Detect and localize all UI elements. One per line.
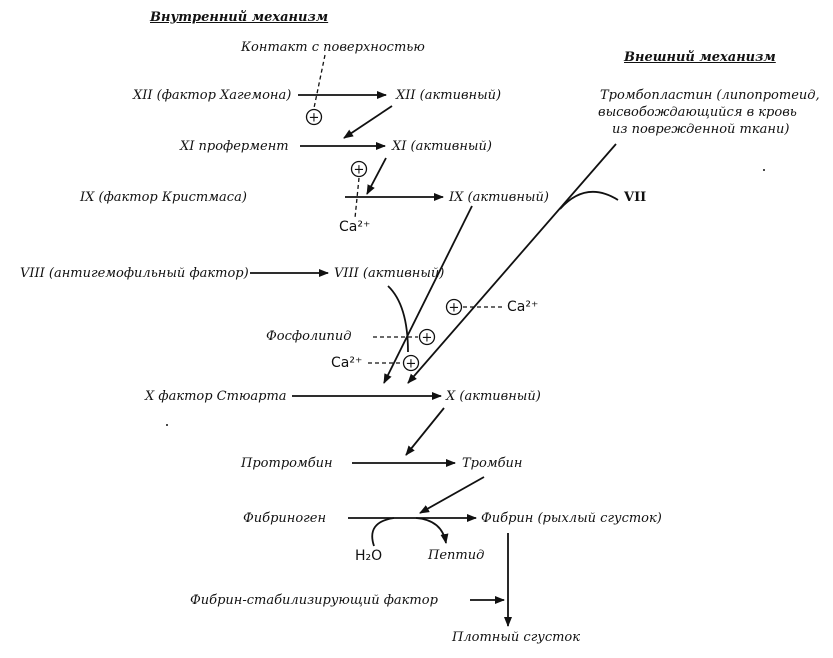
phospholipid-label: Фосфолипид <box>266 329 352 344</box>
viii-inactive-label: VIII (антигемофильный фактор) <box>20 266 249 281</box>
plus-marker-xia: + <box>350 160 368 178</box>
x-inactive-label: X фактор Стюарта <box>145 389 287 404</box>
svg-text:+: + <box>354 163 365 178</box>
x-active-label: X (активный) <box>446 389 541 404</box>
curve-peptide <box>415 517 449 544</box>
thromboplastin-line2: высвобождающийся в кровь <box>598 105 797 120</box>
fibrin-loose-label: Фибрин (рыхлый сгусток) <box>481 511 662 526</box>
dashed-ix-ca <box>354 177 360 219</box>
xi-active-label: XI (активный) <box>392 139 492 154</box>
ca-vii-label: Ca²⁺ <box>507 299 539 315</box>
ca-ix-label: Ca²⁺ <box>339 219 371 235</box>
xi-inactive-label: XI профермент <box>180 139 289 154</box>
ix-inactive-label: IX (фактор Кристмаса) <box>80 190 247 205</box>
fsf-label: Фибрин-стабилизирующий фактор <box>190 593 438 608</box>
thromboplastin-line3: из поврежденной ткани) <box>612 122 790 137</box>
arrow-thromboplastin-to-x <box>407 143 617 384</box>
thrombin-label: Тромбин <box>462 456 523 471</box>
dashed-contact <box>313 54 326 109</box>
ix-active-label: IX (активный) <box>449 190 549 205</box>
intrinsic-header: Внутренний механизм <box>150 10 329 25</box>
arrow-ixa-to-x <box>383 205 473 384</box>
svg-text:+: + <box>309 111 320 126</box>
clot-label: Плотный сгусток <box>452 630 581 645</box>
peptide-label: Пептид <box>428 548 485 563</box>
arrow-xia-to-ix <box>366 157 387 195</box>
plus-marker-ca-x: + <box>402 354 420 372</box>
svg-text:+: + <box>422 331 433 346</box>
thromboplastin-line1: Тромбопластин (липопротеид, <box>600 88 820 103</box>
plus-marker-contact: + <box>305 108 323 126</box>
curve-water <box>371 517 395 547</box>
arrow-thrombin-to-fibrinogen <box>419 476 485 514</box>
svg-text:+: + <box>449 301 460 316</box>
curve-vii <box>559 191 619 210</box>
curve-viiia <box>387 285 409 353</box>
ca-x-label: Ca²⁺ <box>331 355 363 371</box>
vii-label: VII <box>624 190 647 205</box>
fibrinogen-label: Фибриноген <box>243 511 327 526</box>
svg-text:+: + <box>406 357 417 372</box>
contact-label: Контакт с поверхностью <box>241 40 425 55</box>
prothrombin-label: Протромбин <box>241 456 333 471</box>
arrow-xa-to-prothrombin <box>405 407 445 456</box>
extrinsic-header: Внешний механизм <box>624 50 776 65</box>
arrow-xiia-to-xi <box>343 105 393 139</box>
plus-marker-vii-ca: + <box>445 298 463 316</box>
viii-active-label: VIII (активный) <box>334 266 445 281</box>
water-label: H₂O <box>355 548 383 564</box>
plus-marker-phospholipid: + <box>418 328 436 346</box>
xii-inactive-label: XII (фактор Хагемона) <box>133 88 292 103</box>
xii-active-label: XII (активный) <box>396 88 502 103</box>
stray-marks <box>166 169 765 426</box>
